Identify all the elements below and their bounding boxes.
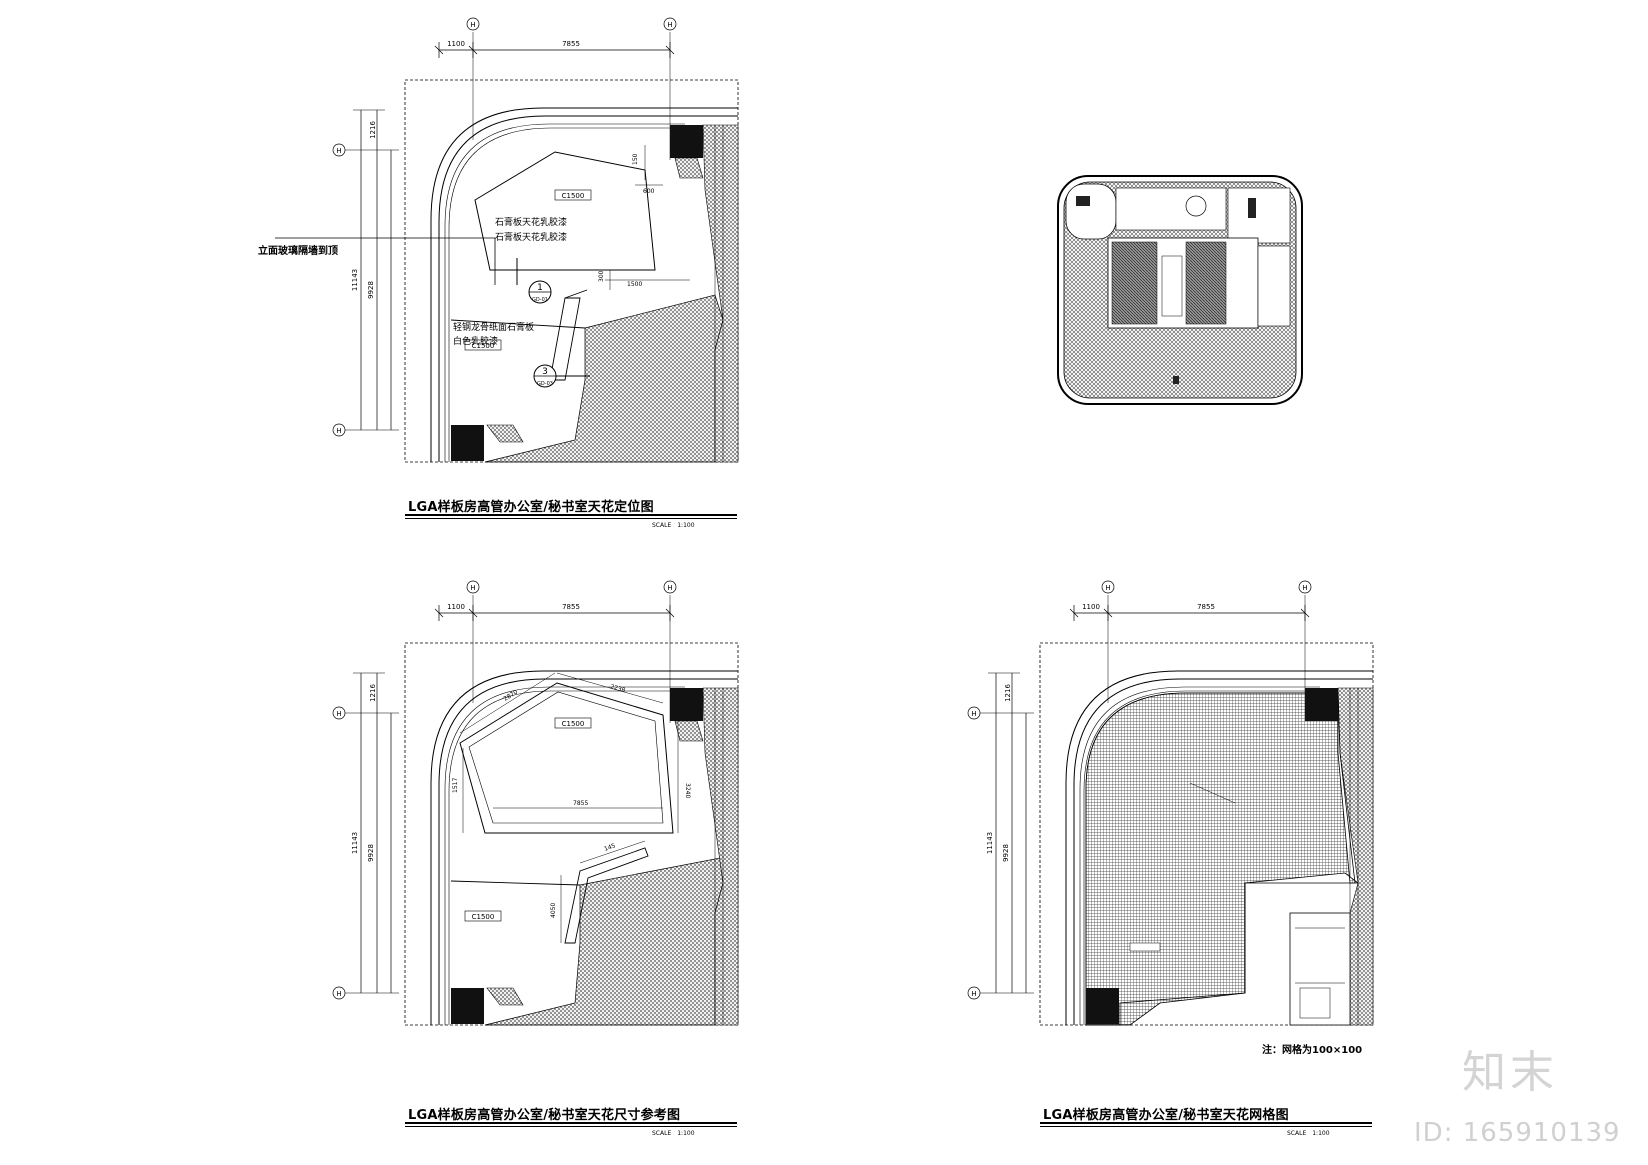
callout-3-num: 3 — [542, 367, 548, 377]
callout-1-ref: GD-01 — [532, 297, 548, 303]
dim-top-b: 7855 — [562, 603, 580, 611]
axis-top-2: H — [1302, 584, 1307, 592]
callout-1-num: 1 — [537, 283, 543, 293]
axis-left-2: H — [336, 990, 341, 998]
plan-ceiling-grid: H H H H 1100 7855 1216 11143 9928 — [967, 580, 1374, 1026]
title-rule-thin — [405, 518, 737, 519]
title-dimension-plan: LGA样板房高管办公室/秘书室天花尺寸参考图 — [408, 1108, 681, 1123]
small-dim-7: 1517 — [452, 778, 459, 793]
axis-left-2: H — [336, 427, 341, 435]
ceiling-tag-2: C1500 — [472, 342, 495, 350]
scale-label: SCALE 1:100 — [652, 522, 695, 529]
small-dim-6: 4050 — [550, 903, 557, 918]
title-grid-plan: LGA样板房高管办公室/秘书室天花网格图 — [1043, 1108, 1289, 1123]
dim-left-c: 9928 — [367, 281, 375, 299]
axis-top-1: H — [1105, 584, 1110, 592]
dim-top-a: 1100 — [447, 603, 465, 611]
dim-top-b: 7855 — [1197, 603, 1215, 611]
ceiling-tag-1: C1500 — [562, 720, 585, 728]
axis-left-1: H — [336, 147, 341, 155]
small-dim-3: 7855 — [573, 800, 588, 807]
dim-left-c: 9928 — [367, 844, 375, 862]
ceiling-tag-2: C1500 — [472, 913, 495, 921]
dim-top-a: 1100 — [447, 40, 465, 48]
axis-left-1: H — [971, 710, 976, 718]
small-dim-1: 2870 — [502, 689, 519, 703]
small-dim-4: 300 — [598, 270, 605, 282]
leader-label: 立面玻璃隔墙到顶 — [258, 246, 338, 257]
scale-label: SCALE 1:100 — [1287, 1130, 1330, 1137]
dim-left-b: 11143 — [986, 832, 994, 854]
dim-left-b: 11143 — [351, 269, 359, 291]
axis-left-1: H — [336, 710, 341, 718]
title-rule — [405, 1122, 737, 1124]
title-rule-thin — [1040, 1126, 1372, 1127]
axis-top-1: H — [470, 21, 475, 29]
callout-3-ref: GD-03 — [537, 381, 553, 387]
small-dim-5: 145 — [603, 842, 616, 853]
title-rule — [1040, 1122, 1372, 1124]
scale-label: SCALE 1:100 — [652, 1130, 695, 1137]
axis-top-2: H — [667, 584, 672, 592]
plan-ceiling-positioning: 1 GD-01 3 GD-03 C1500 C1500 石膏板天花乳胶漆 石膏板… — [275, 17, 739, 463]
ceiling-tag-1: C1500 — [562, 192, 585, 200]
dim-left-a: 1216 — [1004, 684, 1012, 702]
ceiling-note-1: 石膏板天花乳胶漆 — [495, 216, 567, 228]
dim-top-a: 1100 — [1082, 603, 1100, 611]
small-dim-1: 150 — [632, 153, 639, 165]
small-dim-2: 600 — [643, 188, 655, 195]
ceiling-note-4: 白色乳胶漆 — [453, 335, 498, 347]
watermark-logo: 知末 — [1462, 1047, 1558, 1098]
dim-left-a: 1216 — [369, 684, 377, 702]
dim-left-c: 9928 — [1002, 844, 1010, 862]
watermark-id: ID: 165910139 — [1414, 1118, 1621, 1148]
small-dim-4: 3240 — [684, 783, 691, 798]
axis-top-1: H — [470, 584, 475, 592]
axis-left-2: H — [971, 990, 976, 998]
ceiling-note-2: 石膏板天花乳胶漆 — [495, 231, 567, 243]
title-rule — [405, 514, 737, 516]
grid-note: 注：网格为100×100 — [1262, 1045, 1363, 1056]
axis-top-2: H — [667, 21, 672, 29]
small-dim-3: 1500 — [627, 281, 642, 288]
plan-ceiling-dimensions: C1500 C1500 2870 2238 7855 3240 145 4050… — [332, 580, 739, 1026]
ceiling-note-3: 轻钢龙骨纸面石膏板 — [453, 321, 534, 333]
title-rule-thin — [405, 1126, 737, 1127]
dim-left-b: 11143 — [351, 832, 359, 854]
dim-left-a: 1216 — [369, 121, 377, 139]
title-positioning-plan: LGA样板房高管办公室/秘书室天花定位图 — [408, 500, 654, 515]
dim-top-b: 7855 — [562, 40, 580, 48]
key-plan — [1057, 175, 1303, 405]
small-dim-2: 2238 — [609, 683, 626, 694]
